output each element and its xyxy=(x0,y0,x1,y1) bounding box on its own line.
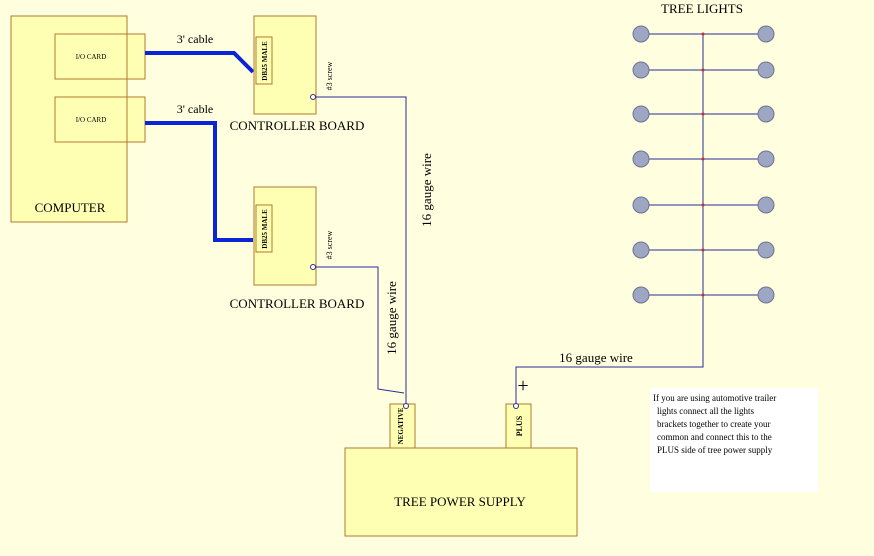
controller-board-1: DB25 MALE #3 screw CONTROLLER BOARD xyxy=(230,15,365,133)
note-line-2: lights connect all the lights xyxy=(657,406,754,416)
io-card-1-label: I/O CARD xyxy=(76,53,107,61)
cable-1-label: 3' cable xyxy=(177,32,213,46)
note-line-5: PLUS side of tree power supply xyxy=(657,445,773,455)
db25-connector-1-label: DB25 MALE xyxy=(261,41,269,81)
plus-terminal xyxy=(505,403,532,449)
tree-lights-title: TREE LIGHTS xyxy=(661,1,743,16)
note-line-1: If you are using automotive trailer xyxy=(653,393,776,403)
wire-board1-to-negative xyxy=(316,96,407,406)
light-junction xyxy=(701,32,705,36)
light-bulb-left xyxy=(632,61,650,79)
computer-label: COMPUTER xyxy=(35,200,106,215)
cable-1 xyxy=(145,51,255,74)
controller-board-2: DB25 MALE #3 screw CONTROLLER BOARD xyxy=(230,186,365,311)
power-supply-box xyxy=(344,447,578,537)
wire-plus-to-lights xyxy=(515,34,704,406)
io-card-1 xyxy=(54,33,146,80)
light-junction xyxy=(701,248,705,252)
wire-label-2: 16 gauge wire xyxy=(384,281,399,355)
light-bulb-left xyxy=(632,241,650,259)
tree-lights: TREE LIGHTS xyxy=(632,1,775,304)
screw-2-label: #3 screw xyxy=(325,230,334,259)
light-bulb-right xyxy=(757,25,775,43)
computer: COMPUTER I/O CARD I/O CARD xyxy=(10,15,146,223)
plus-terminal-label: PLUS xyxy=(515,415,524,436)
note: If you are using automotive trailer ligh… xyxy=(650,388,818,492)
light-bulb-left xyxy=(632,25,650,43)
io-card-2 xyxy=(54,96,146,143)
negative-terminal-label: NEGATIVE xyxy=(397,407,405,444)
controller-board-2-label: CONTROLLER BOARD xyxy=(230,296,365,311)
light-bulb-right xyxy=(757,61,775,79)
controller-board-1-label: CONTROLLER BOARD xyxy=(230,118,365,133)
screw-2-terminal xyxy=(310,264,316,270)
light-bulb-right xyxy=(757,286,775,304)
db25-connector-2 xyxy=(255,204,273,253)
light-junction xyxy=(701,157,705,161)
thin-wires: 16 gauge wire 16 gauge wire 16 gauge wir… xyxy=(316,34,704,406)
plus-symbol: + xyxy=(517,375,528,397)
light-bulb-right xyxy=(757,241,775,259)
db25-connector-1 xyxy=(255,36,273,85)
plus-terminal-dot xyxy=(513,403,519,409)
tree-power-supply: TREE POWER SUPPLY NEGATIVE PLUS + xyxy=(344,375,578,537)
io-card-2-label: I/O CARD xyxy=(76,116,107,124)
screw-1-label: #3 screw xyxy=(325,61,334,90)
note-line-3: brackets together to create your xyxy=(657,419,770,429)
light-bulb-left xyxy=(632,196,650,214)
db25-connector-2-label: DB25 MALE xyxy=(261,209,269,249)
light-bulb-right xyxy=(757,150,775,168)
negative-terminal-dot xyxy=(403,403,409,409)
light-junction xyxy=(701,112,705,116)
light-bulb-left xyxy=(632,150,650,168)
light-bulb-right xyxy=(757,196,775,214)
cables: 3' cable 3' cable xyxy=(145,32,255,242)
negative-terminal xyxy=(389,403,416,449)
light-bulb-right xyxy=(757,105,775,123)
note-line-4: common and connect this to the xyxy=(657,432,772,442)
light-junction xyxy=(701,203,705,207)
note-box xyxy=(650,388,818,492)
light-bulb-left xyxy=(632,286,650,304)
cable-2 xyxy=(145,121,253,242)
light-bulb-left xyxy=(632,105,650,123)
light-junction xyxy=(701,293,705,297)
wire-label-3: 16 gauge wire xyxy=(559,350,633,365)
power-supply-label: TREE POWER SUPPLY xyxy=(394,494,526,509)
wire-board2-to-negative xyxy=(316,266,405,394)
cable-2-label: 3' cable xyxy=(177,102,213,116)
wire-label-1: 16 gauge wire xyxy=(419,153,434,227)
light-junction xyxy=(701,68,705,72)
screw-1-terminal xyxy=(310,94,316,100)
